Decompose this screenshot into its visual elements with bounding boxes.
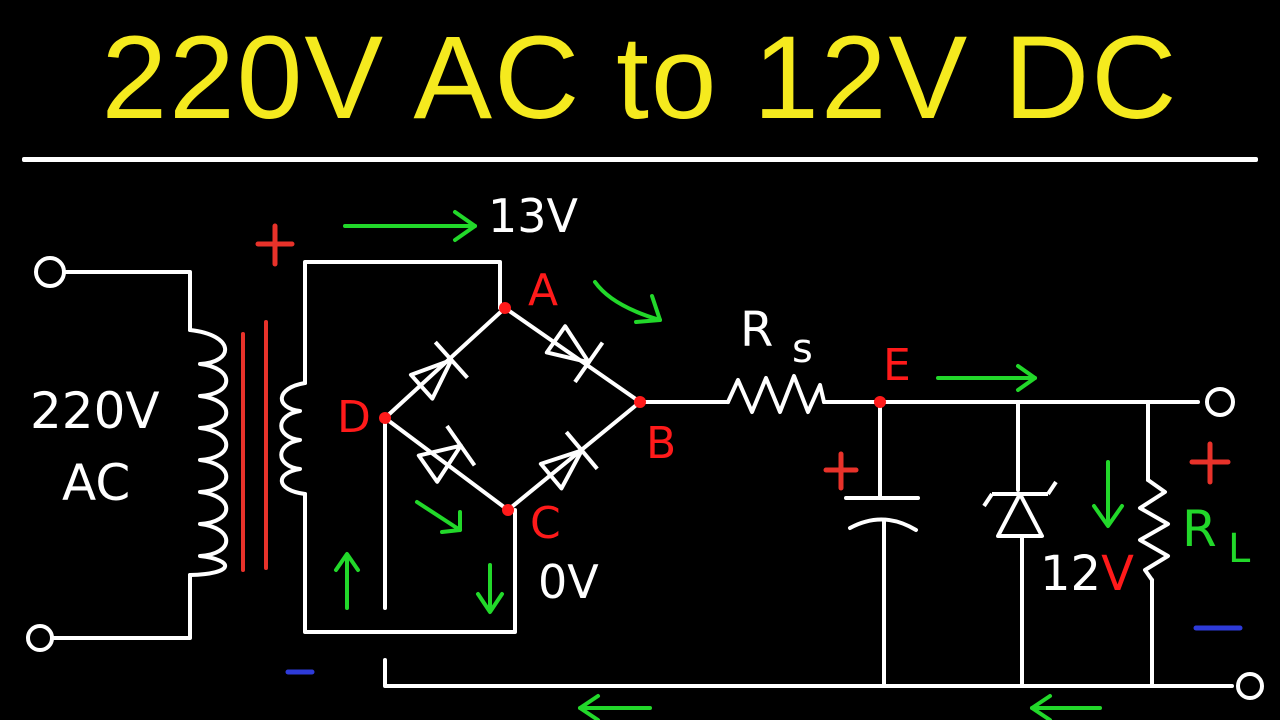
input-voltage-label: 220V	[30, 382, 160, 440]
plus-transformer	[255, 223, 295, 267]
arrow-e-right	[936, 364, 1037, 392]
bridge-edge-ab	[503, 306, 642, 404]
arrow-top-right	[343, 210, 477, 242]
node-e-dot	[874, 396, 886, 408]
node-d-dot	[379, 412, 391, 424]
bridge-edge-cb	[506, 400, 642, 512]
zener-diode	[982, 480, 1058, 538]
arrow-d-c	[415, 500, 462, 534]
input-terminal-bottom	[26, 624, 54, 652]
resistor-rs	[726, 374, 826, 414]
secondary-voltage-label: 13V	[488, 189, 579, 243]
input-type-label: AC	[62, 454, 130, 512]
arrow-a-b	[593, 280, 662, 324]
node-c-label: C	[530, 498, 561, 549]
arrow-zener-down	[1092, 460, 1124, 528]
title-divider	[22, 157, 1258, 162]
input-terminal-top	[34, 256, 66, 288]
node-c-dot	[502, 504, 514, 516]
ground-voltage-label: 0V	[538, 555, 599, 609]
rl-label-main: R	[1182, 500, 1217, 558]
diode-ad	[408, 340, 469, 401]
node-a-dot	[499, 302, 511, 314]
arrow-ground-left-1	[578, 694, 652, 720]
node-d-label: D	[337, 392, 371, 443]
arrow-c-down	[476, 563, 504, 614]
output-terminal-bottom	[1236, 672, 1264, 700]
resistor-rl	[1138, 478, 1170, 582]
rs-label-sub: s	[792, 326, 813, 372]
arrow-up	[334, 552, 360, 610]
primary-wire-bottom	[50, 573, 192, 640]
secondary-wire-bottom	[303, 492, 517, 634]
output-terminal-top	[1205, 387, 1235, 417]
node-e-label: E	[883, 340, 911, 391]
plus-output	[1189, 441, 1231, 485]
diode-dc	[416, 424, 477, 484]
diode-cb	[538, 430, 599, 491]
rl-label-sub: L	[1228, 526, 1251, 572]
node-b-dot	[634, 396, 646, 408]
secondary-coil	[279, 381, 307, 496]
primary-coil	[188, 328, 229, 577]
rs-label-main: R	[740, 302, 773, 358]
arrow-ground-left-2	[1030, 694, 1102, 720]
ground-rail	[383, 658, 1234, 688]
page-title: 220V AC to 12V DC	[101, 12, 1179, 144]
secondary-wire-top	[303, 260, 502, 385]
node-b-label: B	[646, 418, 676, 469]
node-a-label: A	[528, 265, 558, 316]
plus-capacitor	[823, 451, 859, 491]
zener-voltage-label: 12V	[1040, 546, 1134, 602]
primary-wire-top	[62, 270, 192, 332]
diode-ab	[544, 324, 605, 384]
